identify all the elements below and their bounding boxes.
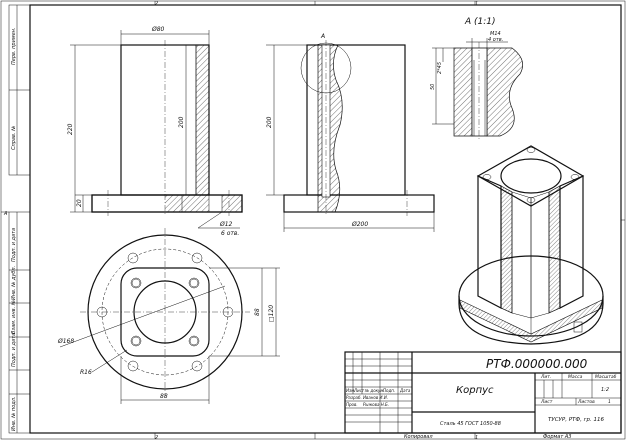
title-row-izm: Изм. (346, 388, 355, 393)
stamp-perv-primen: Перв. примен. (11, 27, 17, 65)
title-organization: ТУСУР, РТФ, гр. 116 (548, 417, 604, 423)
dim-h50: 50 (430, 84, 436, 90)
dim-w88-right: 88 (254, 308, 261, 316)
dim-holes4: 4 отв. (488, 37, 503, 43)
stamp-sprav: Справ. № (11, 126, 17, 150)
frame-copied-label: Копировал (404, 434, 433, 440)
dim-h200-front: 200 (178, 116, 185, 128)
detail-a-view (432, 38, 523, 140)
side-stamp-labels: Перв. примен. Справ. № Подп. и дата Инв.… (11, 27, 17, 431)
title-col-lit: Лит. (540, 374, 551, 380)
frame-format-label: Формат А3 (543, 434, 571, 440)
dim-holes6: 6 отв. (221, 230, 239, 237)
stamp-inv-dubl: Инв. № дубл. (11, 266, 17, 300)
title-col-scale: Масштаб (595, 374, 617, 380)
dim-sq120: □120 (268, 305, 275, 322)
title-material: Сталь 45 ГОСТ 1050-88 (440, 421, 501, 427)
title-prov-label: Пров. (346, 402, 358, 407)
top-view (59, 228, 280, 404)
frame-mark-bottom-right: 1 (475, 435, 478, 440)
title-sheets-count: 1 (608, 399, 611, 405)
dim-d168: Ø168 (57, 338, 74, 345)
dim-h20: 20 (76, 199, 83, 207)
stamp-podp-data-2: Подп. и дата (11, 333, 17, 367)
frame-mark-top-left: 2 (155, 1, 158, 7)
title-row-podp: Подп. (383, 388, 395, 393)
title-designation: РТФ.000000.000 (486, 357, 588, 371)
stamp-vzam-inv: Взам. инв. № (11, 300, 17, 334)
stamp-inv-podl: Инв. № подл. (11, 397, 17, 432)
title-scale-value: 1:2 (601, 387, 609, 393)
dim-r16: R16 (80, 369, 92, 376)
title-razrab-label: Разраб. (346, 395, 362, 400)
side-view (266, 40, 435, 232)
title-part-name: Корпус (456, 385, 494, 396)
title-block (344, 351, 622, 434)
dim-h220: 220 (67, 123, 74, 135)
dim-d80: Ø80 (151, 26, 165, 33)
frame-mark-top-right: 1 (475, 1, 478, 7)
frame-mark-bottom-left: 2 (155, 435, 158, 440)
detail-a-label: А (1:1) (464, 17, 496, 27)
dim-chamfer: 2*45 (437, 62, 443, 74)
title-prov-name: Рыжова Н.Б. (363, 402, 389, 407)
title-sheet-label: Лист (540, 399, 553, 405)
title-razrab-name: Иванов И.И. (363, 395, 388, 400)
title-row-list: Лист (353, 388, 365, 393)
section-mark-a: А (320, 33, 325, 40)
front-view (70, 30, 243, 229)
dim-h200-side: 200 (266, 116, 273, 128)
dim-w88-bottom: 88 (160, 393, 168, 400)
stamp-podp-data-1: Подп. и дата (11, 228, 17, 262)
title-col-mass: Масса (568, 374, 583, 380)
dim-d200: Ø200 (351, 221, 368, 228)
title-row-doc: № докум. (364, 388, 385, 393)
isometric-view (458, 145, 604, 345)
frame-mark-format-left: А (3, 211, 8, 217)
title-sheets-label: Листов (577, 399, 595, 405)
title-row-date: Дата (399, 388, 411, 393)
dim-m14: M14 (490, 31, 501, 37)
dim-d12: Ø12 (219, 221, 233, 228)
